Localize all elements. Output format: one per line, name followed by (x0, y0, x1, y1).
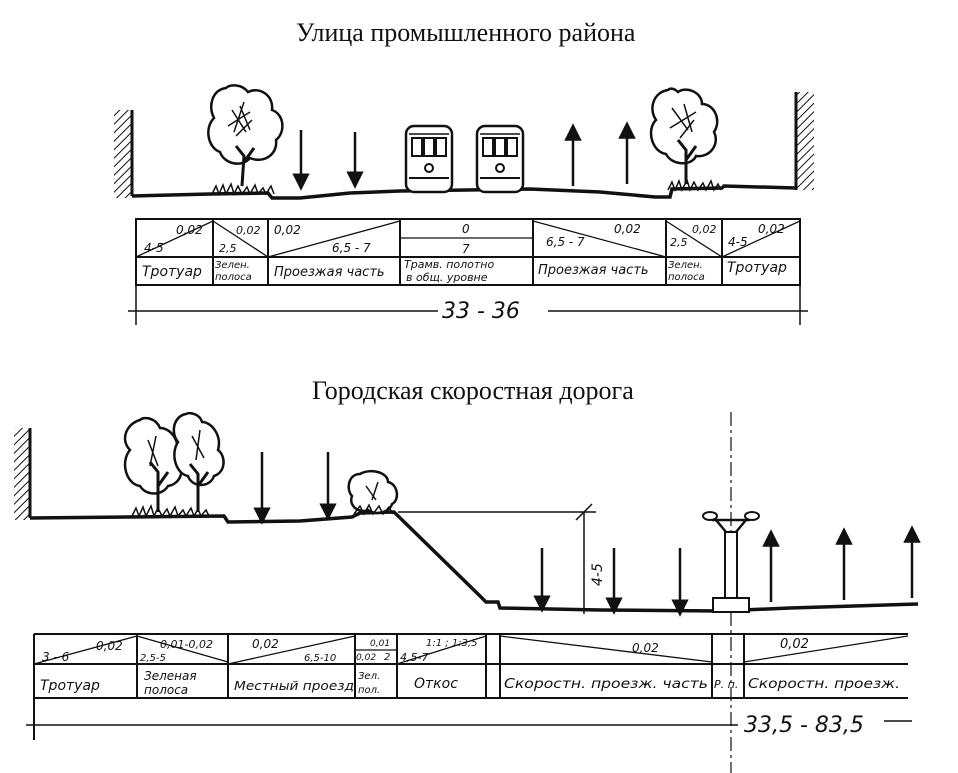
tram-icon (404, 124, 454, 194)
segment-name: Проезжая часть (274, 265, 385, 280)
width-label: 3 - 6 (42, 650, 70, 664)
width-label: 2,5-5 (140, 653, 166, 664)
segment-name: Трамв. полотно (404, 258, 494, 271)
tree-icon (649, 87, 719, 184)
segment-name: Откос (414, 676, 458, 692)
width-label: 4-5 (728, 235, 748, 249)
segment-name: полоса (215, 272, 252, 283)
segment-name: Тротуар (727, 260, 787, 276)
width-label: 6,5 - 7 (546, 235, 585, 249)
bush-icon (347, 470, 399, 516)
section1-table-text: 0,02 4-5 Тротуар 0,02 2,5 Зелен. полоса … (142, 222, 787, 324)
slope-label: 0,02 (96, 639, 123, 653)
section1-profile (114, 84, 814, 200)
slope-label: 0,02 (356, 653, 376, 663)
width-label: 2,5 (219, 242, 237, 255)
segment-name: Местный проезд (234, 679, 354, 693)
segment-name: Зелен. (668, 260, 703, 271)
width-label: 4-5 (144, 241, 164, 255)
segment-name: Скоростн. проезж. (748, 677, 900, 692)
slope-label: 0,02 (252, 637, 279, 651)
segment-name: Тротуар (40, 678, 100, 694)
ground-line (29, 510, 919, 613)
slope-label: 0,02 (614, 222, 641, 236)
section2-title: Городская скоростная дорога (312, 376, 634, 405)
width-label: 6,5-10 (304, 653, 336, 664)
slope-label: 0,01-0,02 (160, 638, 213, 651)
segment-name: Зел. (358, 671, 380, 682)
segment-name: Скоростн. проезж. часть (504, 677, 708, 692)
slope-label: 0,02 (692, 223, 717, 236)
section2-profile: 4-5 (14, 412, 921, 773)
width-label: 7 (462, 242, 470, 256)
segment-name: Зелен. (215, 260, 250, 271)
slope-label: 1:1 ; 1:3,5 (426, 638, 477, 649)
segment-name: Р. п. (714, 678, 738, 691)
segment-name: в общ. уровне (406, 271, 488, 284)
tree-icon (172, 412, 225, 512)
tree-icon (207, 84, 284, 187)
slope-label: 0,02 (236, 224, 261, 237)
slope-label: 0,02 (176, 223, 203, 237)
section2-table (26, 633, 912, 740)
width-label: 4,5-7 (400, 651, 428, 664)
total-width-label: 33 - 36 (442, 299, 520, 324)
slope-label: 0,02 (274, 223, 301, 237)
total-width-label: 33,5 - 83,5 (744, 713, 864, 738)
segment-name: полоса (144, 683, 188, 697)
tree-icon (123, 416, 183, 512)
slope-label: 0,02 (758, 222, 785, 236)
tram-icon (475, 124, 525, 194)
wall-right (796, 92, 814, 190)
segment-name: Проезжая часть (538, 263, 649, 278)
slope-label: 0,01 (370, 639, 390, 649)
slope-label: 0,02 (780, 637, 809, 652)
slope-label: 0 (462, 222, 470, 236)
wall-left (14, 428, 30, 520)
segment-name: Тротуар (142, 264, 202, 280)
wall-left (114, 110, 132, 198)
segment-name: Зеленая (144, 669, 197, 683)
section1-table (128, 218, 808, 325)
width-label: 6,5 - 7 (332, 241, 371, 255)
section2-table-text: 0,02 3 - 6 Тротуар 0,01-0,02 2,5-5 Зелен… (40, 637, 900, 738)
section1-title: Улица промышленного района (296, 18, 636, 47)
width-label: 2,5 (670, 236, 688, 249)
segment-name: пол. (358, 685, 380, 696)
height-label: 4-5 (590, 563, 606, 586)
slope-label: 0,02 (632, 641, 659, 655)
width-label: 2 (384, 652, 390, 663)
street-lamp-icon (702, 511, 760, 613)
segment-name: полоса (668, 272, 705, 283)
